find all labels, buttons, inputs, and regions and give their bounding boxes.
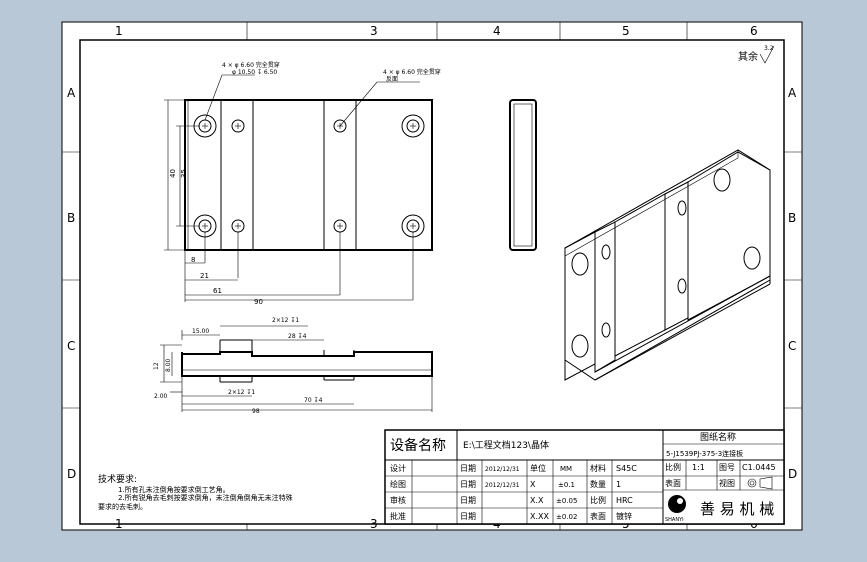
- title-block: 设备名称 E:\工程文档123\晶体 图纸名称 5-J1539PJ-375-3连…: [384, 429, 785, 525]
- row-label-c: C: [67, 339, 75, 353]
- row2-mat-label: 数量: [590, 479, 606, 489]
- row3-unit: ±0.05: [556, 497, 577, 505]
- dim-width-b: 40: [169, 169, 177, 178]
- row4-mat-label: 表面: [590, 511, 606, 521]
- row-label-b-right: B: [788, 211, 796, 225]
- equip-label: 设备名称: [390, 437, 446, 454]
- hole-note-2-line1: 4 × φ 6.60 完全贯穿: [383, 68, 441, 76]
- front-view: 4 × φ 6.60 完全贯穿 φ 10.50 ↧ 6.50 4 × φ 6.6…: [164, 61, 441, 306]
- sheet-value: C1.0445: [742, 463, 776, 472]
- row-label-a: A: [67, 86, 76, 100]
- view-label: 视图: [719, 478, 735, 488]
- row-label-d-right: D: [788, 467, 797, 481]
- sec-dim-12: 12: [153, 362, 160, 370]
- row2-unit: ±0.1: [558, 481, 575, 489]
- col-label-1: 1: [115, 24, 123, 38]
- tech-notes: 技术要求: 1.所有孔未注倒角按要求倒工艺角。 2.所有锐角去毛刺按要求倒角，未…: [98, 473, 293, 511]
- dim-90: 90: [254, 298, 263, 306]
- row3-role: 审核: [390, 495, 406, 505]
- row-label-d: D: [67, 467, 76, 481]
- company-logo: SHANYI: [665, 495, 686, 523]
- row3-date-label: 日期: [460, 496, 476, 505]
- notes-line3: 要求的去毛刺。: [98, 502, 147, 511]
- row3-unit-label: X.X: [530, 496, 544, 505]
- row4-role: 批准: [390, 511, 406, 521]
- hole-note-1-line2: φ 10.50 ↧ 6.50: [232, 69, 277, 76]
- row1-date: 2012/12/31: [485, 466, 520, 473]
- file-path: E:\工程文档123\晶体: [463, 439, 549, 451]
- sheet-label: 图号: [719, 463, 735, 472]
- dim-width-a: 35: [180, 169, 188, 178]
- sec-dim-15: 15.00: [192, 328, 209, 335]
- row4-unit-label: X.XX: [530, 512, 550, 521]
- side-view: [509, 99, 537, 251]
- row4-unit: ±0.02: [556, 513, 577, 521]
- notes-line2: 2.所有锐角去毛刺按要求倒角，未注倒角倒角无未注特殊: [118, 493, 293, 502]
- dim-21: 21: [200, 272, 209, 280]
- notes-title: 技术要求:: [98, 473, 137, 485]
- col-label-4: 4: [493, 24, 501, 38]
- sec-dim-2x12b: 2×12 ↧1: [228, 389, 255, 396]
- isometric-view: [564, 149, 771, 381]
- row-label-a-right: A: [788, 86, 797, 100]
- row4-mat: 镀锌: [616, 511, 632, 521]
- company-name: 善 易 机 械: [700, 500, 774, 518]
- row2-date-label: 日期: [460, 480, 476, 489]
- row2-date: 2012/12/31: [485, 482, 520, 489]
- col-label-5: 5: [622, 24, 630, 38]
- row2-role: 绘图: [390, 479, 406, 489]
- surface-label: 表面: [665, 478, 681, 488]
- hole-note-2-line2: 反面: [386, 75, 398, 83]
- col-label-3: 3: [370, 24, 378, 38]
- roughness-label: 其余: [738, 50, 758, 63]
- row1-mat: S45C: [616, 464, 637, 473]
- drawing-name-label: 图纸名称: [700, 431, 736, 443]
- scale-value: 1:1: [692, 463, 705, 472]
- finish-value: HRC: [616, 496, 633, 505]
- col-label-1-bottom: 1: [115, 517, 123, 531]
- section-view: 15.00 2×12 ↧1 28 ↧4 12 8.00 2.00 2×12 ↧1…: [153, 317, 433, 415]
- row1-role: 设计: [390, 463, 406, 473]
- dim-8: 8: [191, 256, 195, 264]
- row1-date-label: 日期: [460, 464, 476, 473]
- row1-unit-label: 单位: [530, 463, 546, 473]
- sec-dim-2: 2.00: [154, 393, 168, 400]
- sec-dim-70: 70 ↧4: [304, 397, 323, 404]
- roughness-value: 3.2: [764, 45, 774, 52]
- notes-line1: 1.所有孔未注倒角按要求倒工艺角。: [118, 485, 230, 494]
- part-number: 5-J1539PJ-375-3连接板: [666, 449, 743, 458]
- row1-unit: MM: [560, 465, 572, 473]
- col-label-6: 6: [750, 24, 758, 38]
- row-label-c-right: C: [788, 339, 796, 353]
- row3-mat-label: 比例: [590, 495, 606, 505]
- row4-date-label: 日期: [460, 512, 476, 521]
- projection-symbol-icon: [747, 476, 773, 490]
- sec-dim-8: 8.00: [165, 358, 172, 372]
- dim-61: 61: [213, 287, 222, 295]
- col-label-3-bottom: 3: [370, 517, 378, 531]
- scale-label: 比例: [665, 462, 681, 472]
- sec-dim-98: 98: [252, 408, 260, 415]
- row-label-b: B: [67, 211, 75, 225]
- sec-dim-2x12: 2×12 ↧1: [272, 317, 299, 324]
- sec-dim-28: 28 ↧4: [288, 333, 307, 340]
- hole-note-1-line1: 4 × φ 6.60 完全贯穿: [222, 61, 280, 69]
- row2-unit-label: X: [530, 480, 536, 489]
- row2-mat: 1: [616, 480, 621, 489]
- roughness-symbol: 其余 3.2: [738, 45, 775, 64]
- row1-mat-label: 材料: [590, 463, 606, 473]
- company-short: SHANYI: [665, 517, 684, 523]
